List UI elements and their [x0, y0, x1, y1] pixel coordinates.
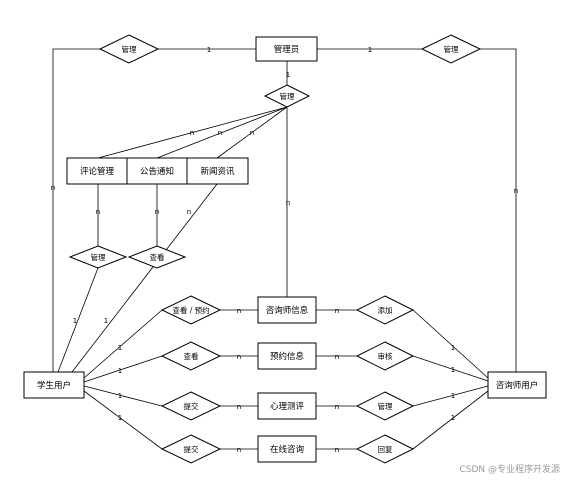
edge: [71, 183, 218, 373]
cardinality-label: n: [190, 129, 194, 137]
relationship-label: 提交: [184, 444, 199, 454]
watermark: CSDN @专业程序开发源: [459, 463, 560, 475]
entity-label: 学生用户: [37, 380, 71, 391]
relationship-submit-consult: 提交: [160, 434, 222, 464]
cardinality-label: n: [237, 307, 241, 315]
relationship-label: 查看: [150, 252, 165, 262]
entity-label: 咨询师信息: [266, 305, 309, 316]
edge: [83, 355, 163, 383]
edges: [52, 48, 517, 450]
entity-announcement: 公告通知: [126, 157, 188, 185]
relationship-label: 管理: [91, 252, 106, 262]
cardinality-label: n: [237, 446, 241, 454]
edge: [83, 385, 163, 407]
cardinality-label: 1: [286, 71, 290, 79]
relationship-manage-test: 管理: [355, 391, 415, 421]
entity-label: 在线咨询: [270, 444, 304, 455]
cardinality-label: n: [51, 184, 55, 192]
relationship-label: 查看: [184, 351, 199, 361]
edge: [97, 106, 288, 159]
relationship-admin-modules: 管理: [263, 84, 311, 108]
entity-label: 管理员: [274, 44, 300, 55]
cardinality-label: 1: [118, 344, 122, 352]
edge: [52, 48, 100, 372]
edge: [412, 309, 489, 379]
relationship-view-news: 查看: [127, 245, 187, 269]
relationship-label: 提交: [184, 401, 199, 411]
cardinality-label: n: [335, 307, 339, 315]
entity-consultant-info: 咨询师信息: [257, 296, 317, 324]
relationship-label: 添加: [378, 305, 393, 315]
cardinality-label: n: [96, 208, 100, 216]
entity-label: 公告通知: [140, 166, 174, 177]
cardinality-label: 1: [118, 414, 122, 422]
entity-news: 新闻资讯: [186, 157, 249, 185]
cardinality-label: n: [155, 208, 159, 216]
cardinality-label: n: [237, 353, 241, 361]
edge: [57, 267, 99, 373]
edge: [412, 390, 489, 450]
relationship-label: 管理: [280, 91, 295, 101]
entity-online-consult: 在线咨询: [257, 435, 317, 463]
edge: [83, 390, 163, 450]
entity-label: 评论管理: [80, 166, 115, 177]
entity-consultant-user: 咨询师用户: [487, 371, 547, 399]
relationship-view-book: 查看 / 预约: [160, 295, 222, 325]
entity-label: 预约信息: [270, 351, 305, 362]
cardinality-label: 1: [73, 317, 77, 325]
edge: [412, 355, 489, 382]
cardinality-label: n: [335, 403, 339, 411]
cardinality-label: 1: [104, 317, 108, 325]
cardinality-label: n: [286, 199, 290, 207]
relationship-comment-manage: 管理: [68, 245, 128, 269]
relationship-add: 添加: [355, 295, 415, 325]
entity-appointment-info: 预约信息: [257, 342, 317, 370]
entity-admin: 管理员: [255, 36, 318, 62]
relationship-view-appointment: 查看: [160, 341, 222, 371]
relationship-label: 管理: [122, 44, 137, 54]
entity-student-user: 学生用户: [23, 371, 85, 399]
entity-label: 咨询师用户: [496, 380, 539, 391]
cardinality-label: n: [218, 129, 222, 137]
relationship-reply: 回复: [355, 434, 415, 464]
edge: [83, 309, 163, 379]
cardinality-label: n: [514, 187, 518, 195]
relationship-label: 审核: [378, 351, 393, 361]
cardinality-label: 1: [207, 46, 211, 54]
cardinality-label: 1: [118, 392, 122, 400]
cardinality-label: 1: [451, 414, 455, 422]
relationship-review: 审核: [355, 341, 415, 371]
edge: [216, 106, 288, 159]
cardinality-label: n: [335, 446, 339, 454]
cardinality-label: n: [335, 353, 339, 361]
entity-comment-mgmt: 评论管理: [66, 157, 128, 185]
relationship-label: 回复: [378, 444, 393, 454]
cardinality-label: 1: [451, 366, 455, 374]
relationship-label: 管理: [378, 401, 393, 411]
relationship-label: 查看 / 预约: [172, 305, 209, 315]
cardinality-label: 1: [368, 46, 372, 54]
cardinality-labels: 1 1 n n 1 n n n n n n n 1 1 1 1 1 1 n n …: [51, 46, 518, 454]
relationship-admin-consultant: 管理: [420, 34, 482, 64]
edge: [480, 48, 517, 372]
relationship-admin-student: 管理: [98, 34, 160, 64]
cardinality-label: 1: [451, 344, 455, 352]
cardinality-label: 1: [451, 392, 455, 400]
edge: [412, 385, 489, 407]
entity-psych-test: 心理测评: [257, 392, 317, 420]
entity-label: 新闻资讯: [200, 166, 235, 177]
relationship-label: 管理: [444, 44, 459, 54]
entity-label: 心理测评: [270, 402, 305, 412]
cardinality-label: n: [187, 208, 191, 216]
cardinality-label: n: [237, 403, 241, 411]
cardinality-label: n: [250, 129, 254, 137]
cardinality-label: 1: [118, 367, 122, 375]
relationship-submit-test: 提交: [160, 391, 222, 421]
edge: [156, 106, 288, 159]
